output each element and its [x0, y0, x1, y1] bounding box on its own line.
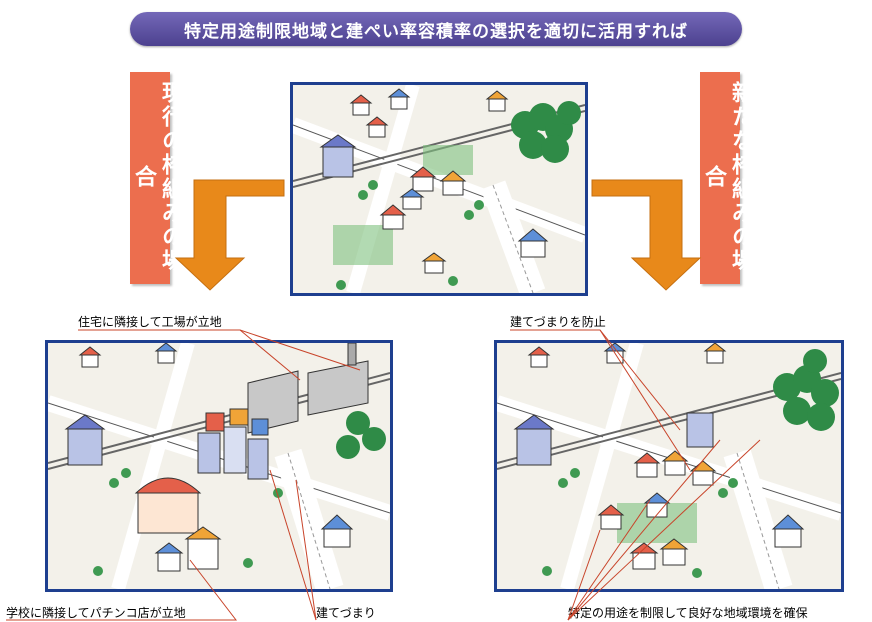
current-framework-illustration [45, 340, 393, 592]
caption-factory-next-to-houses: 住宅に隣接して工場が立地 [78, 315, 222, 329]
right-arrow [591, 179, 702, 291]
title-text: 特定用途制限地域と建ぺい率容積率の選択を適切に活用すれば [184, 21, 688, 42]
new-framework-illustration [494, 340, 844, 592]
left-case-label-text: 現行の枠組みの場合 [131, 81, 183, 273]
left-arrow [174, 179, 285, 291]
caption-use-restriction: 特定の用途を制限して良好な地域環境を確保 [568, 606, 808, 620]
right-case-label: 新たな枠組みの場合 [700, 72, 753, 284]
title-banner: 特定用途制限地域と建ぺい率容積率の選択を適切に活用すれば [130, 12, 742, 46]
right-case-label-text: 新たな枠組みの場合 [701, 81, 753, 273]
caption-prevent-overcrowding: 建てづまりを防止 [510, 315, 606, 329]
base-city-illustration [290, 82, 588, 296]
caption-overcrowding: 建てづまり [316, 606, 376, 620]
left-case-label: 現行の枠組みの場合 [130, 72, 183, 284]
caption-pachinko-next-to-school: 学校に隣接してパチンコ店が立地 [6, 606, 186, 620]
